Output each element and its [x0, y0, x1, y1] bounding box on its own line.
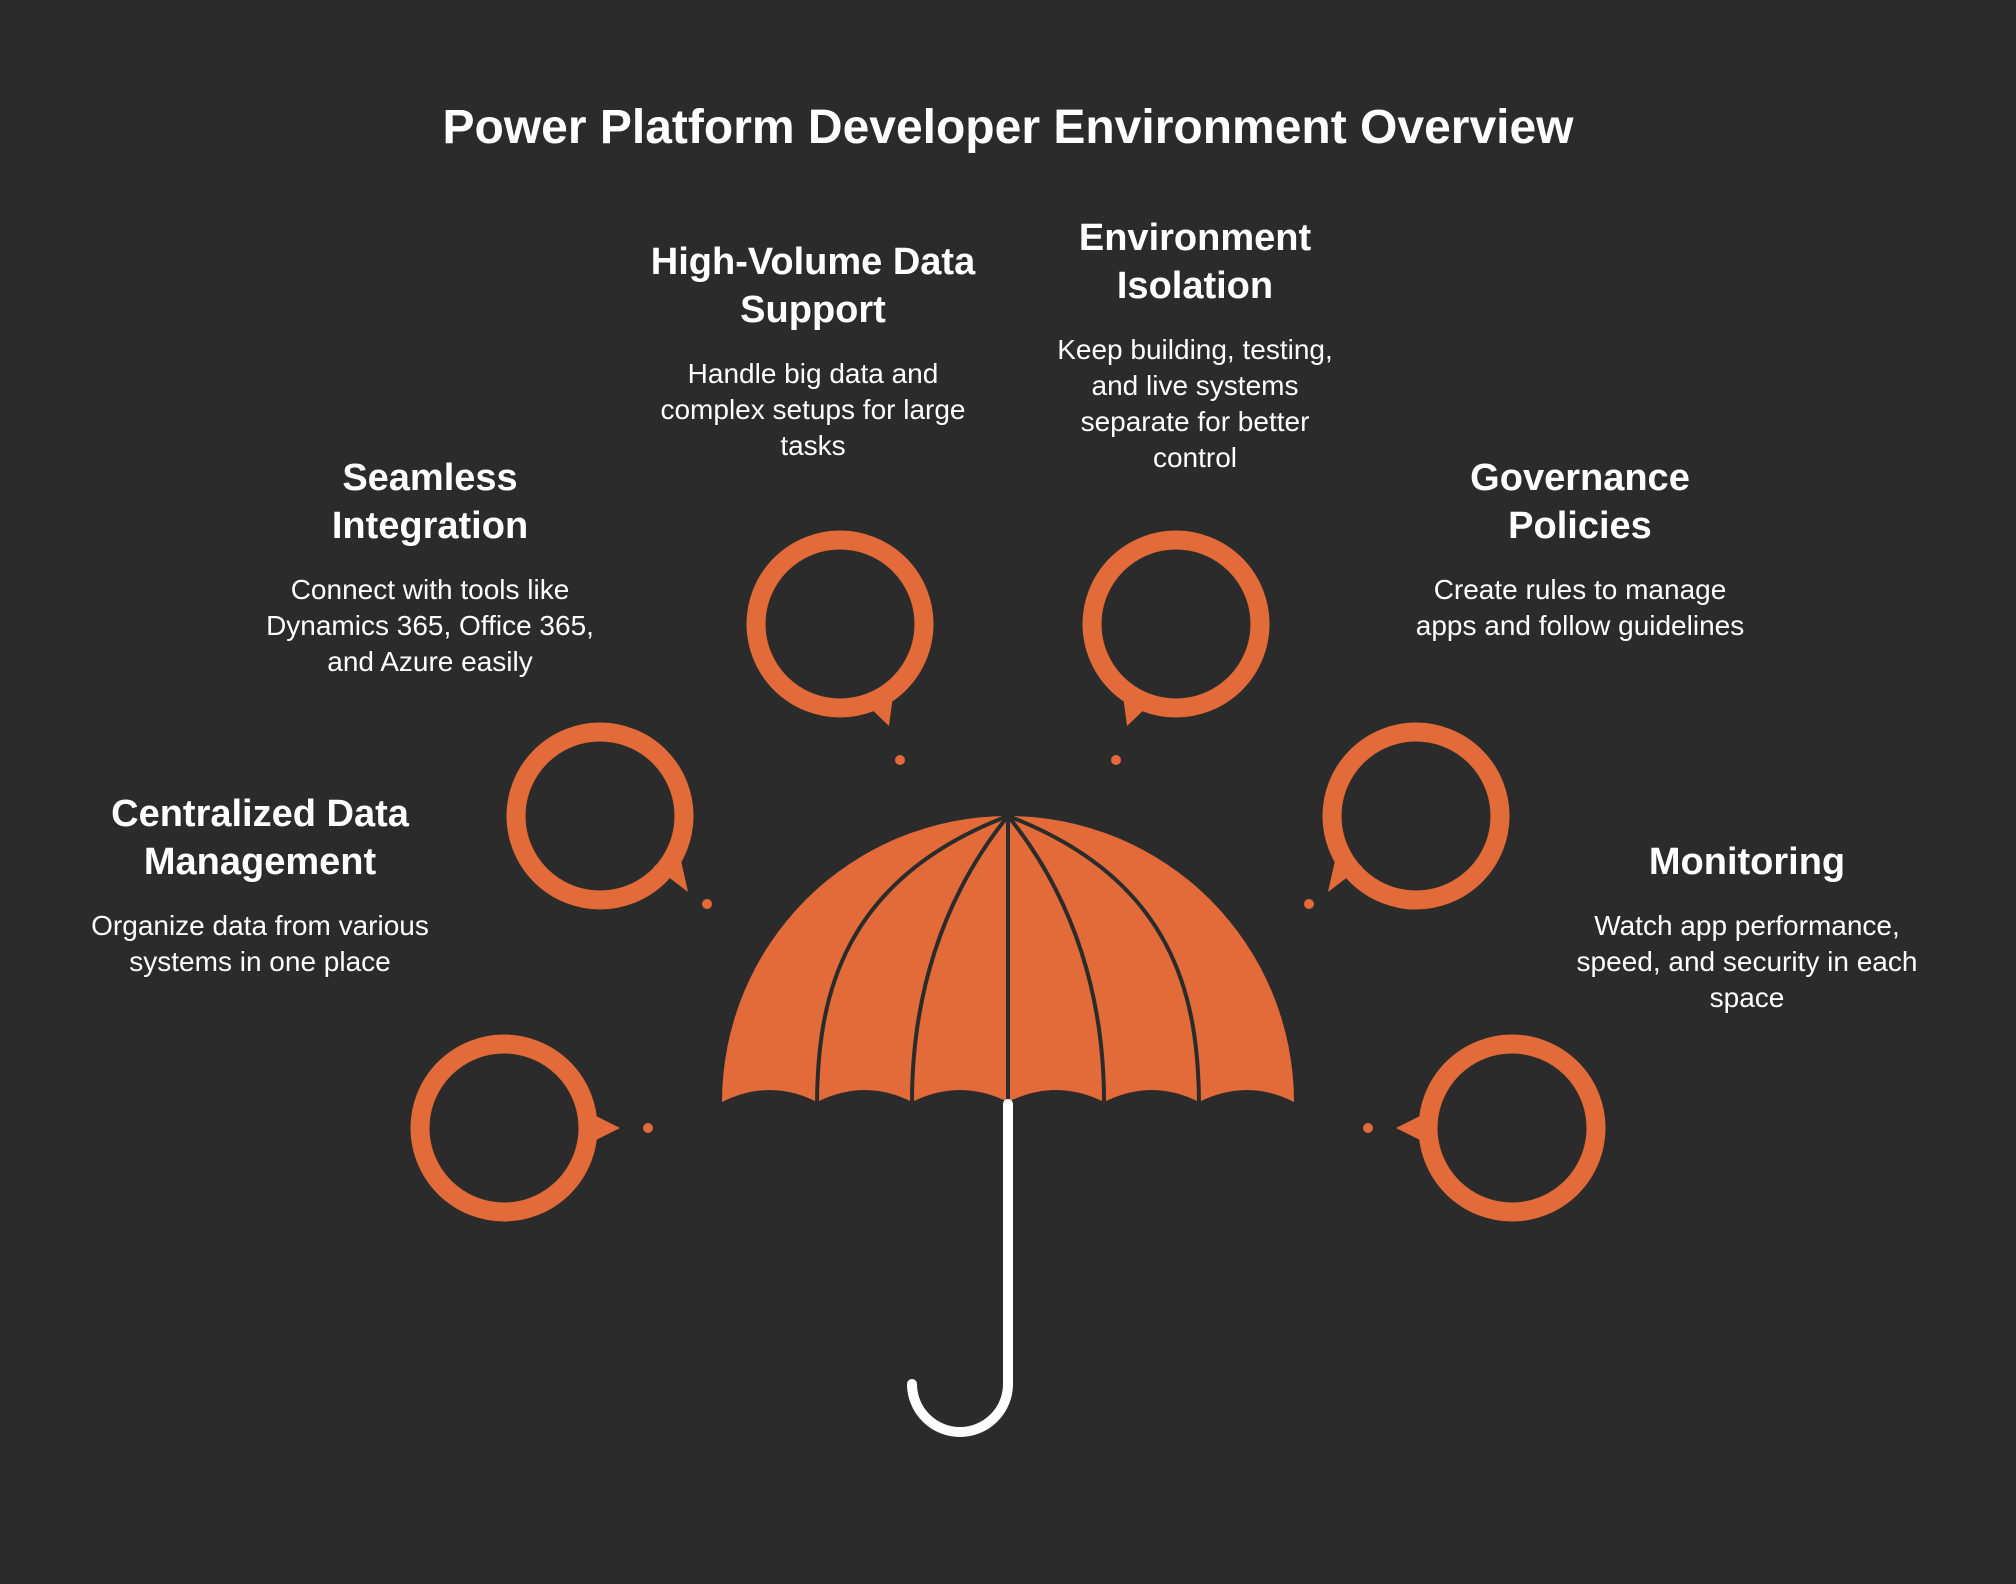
ring-isolation — [1082, 530, 1270, 765]
item-title: High-Volume Data Support — [650, 241, 976, 331]
ring-monitoring — [1363, 1034, 1606, 1222]
item-title: Centralized Data Management — [111, 793, 409, 883]
item-description: Keep building, testing, and live systems… — [1057, 334, 1333, 473]
item-title: Governance Policies — [1470, 457, 1690, 547]
umbrella-handle-icon — [907, 1099, 1013, 1437]
item-description: Handle big data and complex setups for l… — [660, 358, 966, 461]
item-description: Watch app performance, speed, and securi… — [1576, 910, 1918, 1013]
item-title: Seamless Integration — [331, 457, 529, 547]
item-title: Environment Isolation — [1078, 217, 1312, 307]
item-description: Connect with tools like Dynamics 365, Of… — [266, 574, 594, 677]
ring-integration — [506, 722, 712, 910]
ring-high-volume — [746, 530, 934, 765]
item-high-volume-data-support: High-Volume Data Support Handle big data… — [643, 238, 983, 464]
item-title: Monitoring — [1648, 841, 1846, 883]
item-environment-isolation: Environment Isolation Keep building, tes… — [1035, 214, 1355, 476]
item-governance-policies: Governance Policies Create rules to mana… — [1410, 454, 1750, 644]
item-monitoring: Monitoring Watch app performance, speed,… — [1572, 838, 1922, 1016]
umbrella-canopy-icon — [722, 814, 1294, 1103]
item-centralized-data-management: Centralized Data Management Organize dat… — [90, 790, 430, 980]
item-seamless-integration: Seamless Integration Connect with tools … — [265, 454, 595, 680]
ring-centralized — [410, 1034, 653, 1222]
ring-governance — [1304, 722, 1510, 910]
item-description: Organize data from various systems in on… — [91, 910, 429, 977]
diagram-title: Power Platform Developer Environment Ove… — [442, 101, 1574, 154]
item-description: Create rules to manage apps and follow g… — [1415, 574, 1745, 641]
